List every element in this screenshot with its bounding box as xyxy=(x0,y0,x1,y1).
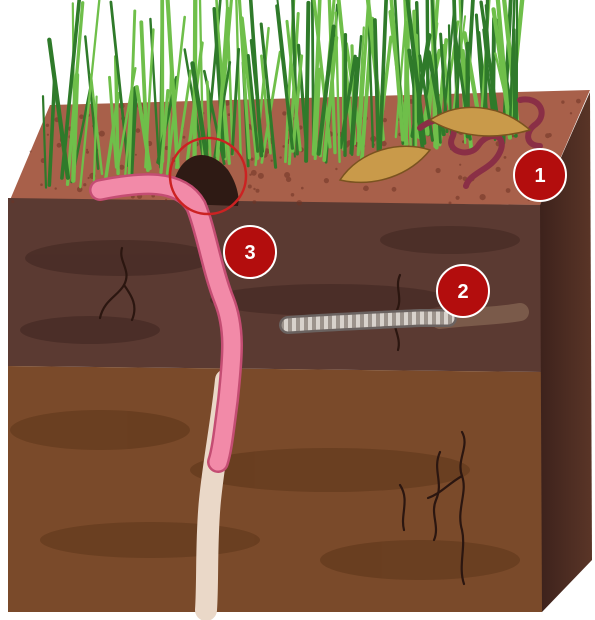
soil-speckle xyxy=(83,183,86,186)
soil-speckle xyxy=(291,193,295,197)
soil-speckle xyxy=(458,175,462,179)
soil-speckle xyxy=(57,143,62,148)
soil-speckle xyxy=(86,151,89,154)
soil-speckle xyxy=(86,149,88,151)
badge-3-label: 3 xyxy=(244,242,255,264)
soil-speckle xyxy=(459,164,461,166)
soil-speckle xyxy=(249,174,251,176)
soil-speckle xyxy=(136,128,141,133)
grass-blade xyxy=(306,3,308,161)
soil-speckle xyxy=(47,134,49,136)
soil-speckle xyxy=(545,133,550,138)
soil-speckle xyxy=(55,187,57,189)
badge-1-label: 1 xyxy=(534,165,545,187)
endogeic-earthworm xyxy=(288,312,520,325)
soil-speckle xyxy=(456,196,460,200)
soil-speckle xyxy=(282,145,285,148)
soil-speckle xyxy=(183,136,186,139)
soil-speckle xyxy=(99,131,105,137)
soil-speckle xyxy=(30,151,32,153)
soil-speckle xyxy=(335,168,337,170)
soil-speckle xyxy=(504,156,507,159)
badge-2-label: 2 xyxy=(457,281,468,303)
soil-speckle xyxy=(506,188,511,193)
soil-speckle xyxy=(40,183,43,186)
soil-speckle xyxy=(324,178,329,183)
soil-speckle xyxy=(248,185,252,189)
soil-speckle xyxy=(279,156,281,158)
soil-speckle xyxy=(561,100,564,103)
soil-speckle xyxy=(282,111,286,115)
soil-speckle xyxy=(258,173,264,179)
soil-speckle xyxy=(251,170,257,176)
badge-2: 2 xyxy=(437,265,489,317)
soil-speckle xyxy=(11,200,14,203)
soil-speckle xyxy=(119,165,124,170)
soil-speckle xyxy=(271,160,273,162)
soil-speckle xyxy=(436,168,441,173)
soil-speckle xyxy=(46,124,49,127)
soil-speckle xyxy=(297,200,303,206)
soil-speckle xyxy=(576,99,581,104)
soil-speckle xyxy=(165,199,167,201)
soil-speckle xyxy=(449,202,452,205)
badge-1: 1 xyxy=(514,149,566,201)
soil-speckle xyxy=(286,177,291,182)
soil-speckle xyxy=(301,187,304,190)
soil-speckle xyxy=(392,187,397,192)
soil-speckle xyxy=(363,187,366,190)
soil-speckle xyxy=(480,194,486,200)
soil-speckle xyxy=(570,112,572,114)
soil-speckle xyxy=(383,118,387,122)
soil-speckle xyxy=(135,154,137,156)
soil-speckle xyxy=(88,177,90,179)
soil-speckle xyxy=(256,189,260,193)
soil-speckle xyxy=(496,167,501,172)
soil-speckle xyxy=(253,188,255,190)
soil-speckle xyxy=(253,200,257,204)
badge-3: 3 xyxy=(224,226,276,278)
grass-blade xyxy=(514,30,515,124)
